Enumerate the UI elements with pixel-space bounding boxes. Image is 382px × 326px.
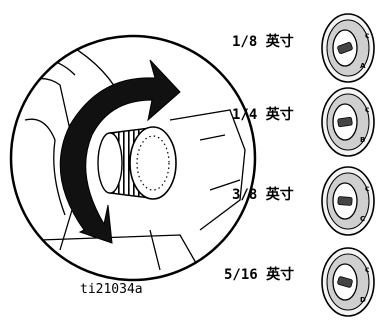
dial-letter: A — [360, 62, 366, 70]
setting-label-2: 1/4 英寸 — [232, 107, 294, 123]
dial-top-letter: C — [365, 186, 370, 193]
figure-id: ti21034a — [80, 282, 143, 297]
setting-label-3: 3/8 英寸 — [232, 187, 294, 203]
dial-letter: C — [360, 215, 365, 223]
dial-top-letter: C — [365, 267, 370, 274]
dial-letter: B — [360, 136, 365, 144]
dial-top-letter: C — [365, 33, 370, 40]
rotation-arrow — [59, 59, 181, 244]
setting-label-4: 5/16 英寸 — [224, 267, 295, 283]
dial-top-letter: C — [365, 107, 370, 114]
dial-letter: D — [360, 296, 366, 304]
knurled-knob — [97, 126, 177, 200]
setting-label-1: 1/8 英寸 — [232, 34, 294, 50]
